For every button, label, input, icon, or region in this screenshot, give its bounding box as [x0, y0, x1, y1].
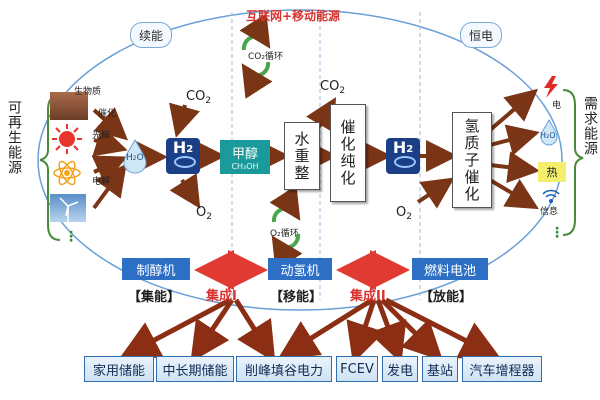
- biomass-label: 生物质: [74, 87, 102, 97]
- o2-right: O2: [396, 205, 412, 222]
- arrow-sun: [92, 125, 128, 157]
- arrow-o2-in: [416, 177, 455, 209]
- wind-turbine-icon: [50, 194, 86, 222]
- o2-cycle-label: O₂循环: [270, 229, 299, 239]
- app-home-storage: 家用储能: [84, 356, 154, 382]
- arrow-wind: [92, 163, 127, 210]
- collect-label: 【集能】: [128, 290, 181, 305]
- o2-cycle-icon: [269, 185, 303, 271]
- fuel-cell: 燃料电池: [412, 258, 488, 280]
- co2-left: CO2: [186, 89, 212, 106]
- move-label: 【移能】: [270, 290, 323, 305]
- integration-2-label: 集成II: [350, 289, 386, 304]
- app-base-station: 基站: [422, 356, 458, 382]
- output-electricity: 电: [552, 101, 562, 111]
- water-drop-icon: [120, 138, 150, 174]
- arrow-app-4: [346, 299, 385, 364]
- arrow-app-2: [190, 298, 235, 363]
- catalysis-label: 催化: [98, 109, 117, 119]
- pem-catalysis-box: 氢质子催化: [452, 112, 492, 208]
- co2-cycle-label: CO₂循环: [248, 52, 283, 62]
- continuous-label: 续能: [130, 22, 172, 48]
- arrow-out-heat: [489, 151, 540, 184]
- header-title: 互联网+移动能源: [246, 9, 341, 23]
- arrow-atom: [91, 155, 128, 185]
- hydrogen-engine: 动氢机: [268, 258, 332, 280]
- release-label: 【放能】: [420, 290, 473, 305]
- lightning-icon: [540, 76, 562, 98]
- app-power-generation: 发电: [382, 356, 418, 382]
- co2-cycle-icon: [239, 13, 273, 99]
- arrow-o2-out: [169, 173, 201, 209]
- h2o-text: H2O: [126, 153, 144, 163]
- arrow-app-7: [384, 297, 501, 359]
- photolysis-label: 光解: [92, 131, 111, 141]
- electrolysis-label: 电解: [92, 177, 111, 187]
- demand-label: 需求能源: [582, 96, 598, 156]
- output-water: H₂O: [540, 131, 556, 140]
- output-info: 信息: [540, 207, 559, 217]
- app-long-term-storage: 中长期储能: [156, 356, 234, 382]
- signal-icon: [540, 188, 562, 204]
- renewable-label: 可再生能源: [6, 100, 22, 175]
- arrow-out-water: [489, 124, 540, 156]
- app-fcev: FCEV: [336, 356, 378, 382]
- catalytic-purification-box: 催化纯化: [330, 104, 366, 202]
- o2-left: O2: [196, 205, 212, 222]
- output-water-drop-icon: [538, 118, 560, 146]
- arrow-app-6: [380, 298, 444, 362]
- right-bracket: [562, 89, 584, 236]
- biomass-icon: [50, 92, 88, 120]
- methanol-plant: 制醇机: [122, 258, 190, 280]
- arrow-out-electricity: [488, 88, 539, 132]
- arrow-out-info: [488, 178, 539, 210]
- atom-icon: [52, 158, 82, 188]
- app-range-extender: 汽车增程器: [462, 356, 542, 382]
- arrow-app-1: [119, 297, 232, 359]
- arrow-app-5: [368, 299, 407, 364]
- system-ellipse: [37, 9, 563, 311]
- arrow-co2-out: [306, 97, 337, 133]
- arrow-app-3: [233, 298, 276, 363]
- output-heat: 热: [538, 162, 566, 182]
- arrow-co2-in: [169, 102, 200, 138]
- sources-more: ⋮: [64, 229, 78, 245]
- constant-label: 恒电: [460, 22, 502, 48]
- integration-1-label: 集成I: [206, 289, 237, 304]
- water-reforming-box: 水重整: [284, 122, 320, 190]
- sun-icon: [52, 124, 82, 154]
- arrow-app-3b: [277, 297, 374, 360]
- app-peak-shaving: 削峰填谷电力: [236, 356, 332, 382]
- co2-center: CO2: [320, 79, 346, 96]
- outputs-more: ⋮: [550, 225, 564, 241]
- left-bracket: [39, 94, 61, 241]
